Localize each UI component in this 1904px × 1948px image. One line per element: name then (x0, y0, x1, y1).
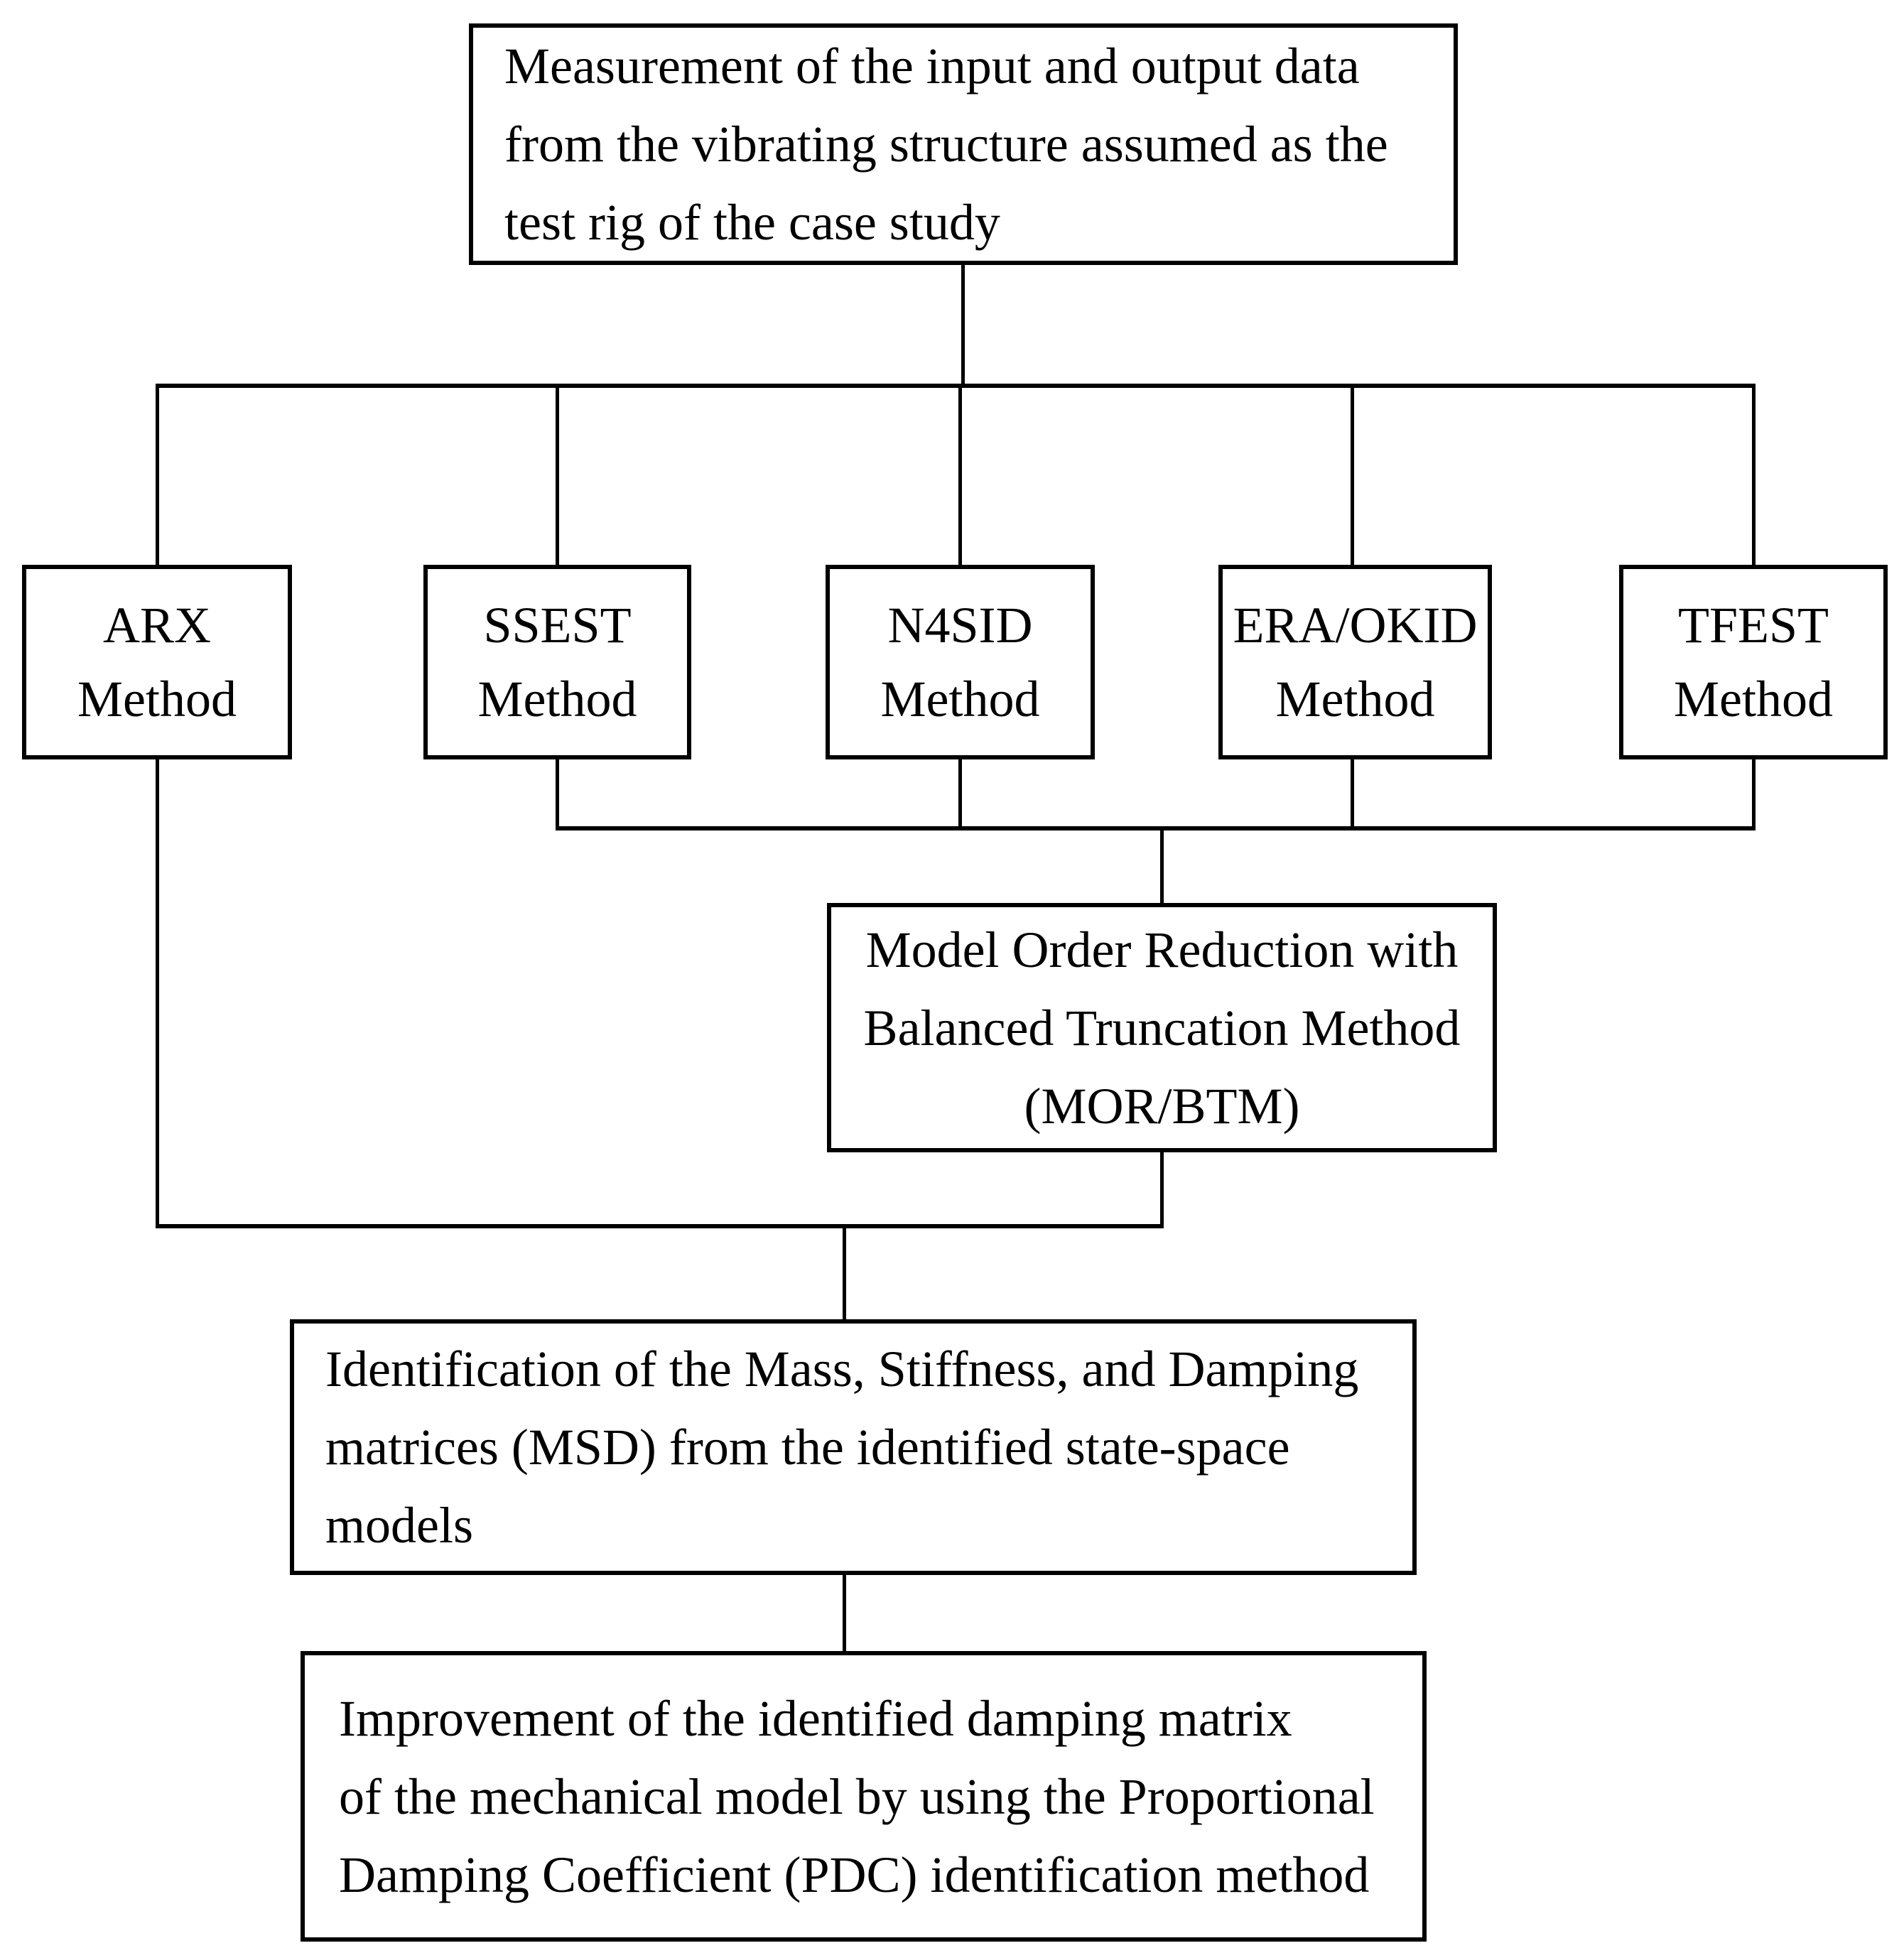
tfest-method-box: TFEST Method (1619, 565, 1888, 759)
connector-collector-horizontal (556, 826, 1756, 830)
connector-drop-ssest (556, 384, 559, 567)
arx-method-box: ARX Method (22, 565, 292, 759)
pdc-improvement-box-line: Damping Coefficient (PDC) identification… (339, 1846, 1370, 1903)
connector-drop-n4sid (958, 384, 962, 567)
connector-drop-arx (156, 384, 159, 567)
ssest-method-box-line: SSEST (483, 597, 632, 654)
measurement-box: Measurement of the input and output data… (469, 23, 1458, 265)
n4sid-method-box-line: N4SID (887, 597, 1033, 654)
msd-identification-box-line: matrices (MSD) from the identified state… (325, 1419, 1290, 1476)
era-okid-method-box: ERA/OKID Method (1218, 565, 1492, 759)
msd-identification-box-line: Identification of the Mass, Stiffness, a… (325, 1341, 1359, 1397)
pdc-improvement-box-line: of the mechanical model by using the Pro… (339, 1768, 1375, 1825)
connector-drop-tfest (1752, 384, 1756, 567)
n4sid-method-box: N4SID Method (826, 565, 1095, 759)
ssest-method-box: SSEST Method (423, 565, 691, 759)
mor-btm-box-line: (MOR/BTM) (1024, 1077, 1300, 1135)
connector-mor-drop (1160, 1152, 1164, 1228)
connector-drop-era-okid (1351, 384, 1354, 567)
connector-pdc-stem (843, 1575, 846, 1651)
connector-subdrop-n4sid (958, 759, 962, 830)
ssest-method-box-line: Method (477, 671, 637, 727)
connector-join-horizontal (156, 1224, 1164, 1228)
connector-subdrop-tfest (1752, 759, 1756, 830)
connector-msd-stem (843, 1224, 846, 1319)
arx-method-box-line: ARX (102, 597, 211, 654)
mor-btm-box: Model Order Reduction with Balanced Trun… (827, 903, 1497, 1152)
measurement-box-line: Measurement of the input and output data (504, 38, 1360, 94)
connector-top-stem (961, 265, 965, 386)
pdc-improvement-box: Improvement of the identified damping ma… (301, 1651, 1427, 1942)
arx-method-box-line: Method (77, 671, 237, 727)
connector-subdrop-era-okid (1351, 759, 1354, 830)
tfest-method-box-line: Method (1674, 671, 1833, 727)
n4sid-method-box-line: Method (880, 671, 1040, 727)
measurement-box-line: from the vibrating structure assumed as … (504, 116, 1388, 173)
connector-mor-stem (1160, 826, 1164, 906)
msd-identification-box-line: models (325, 1497, 473, 1554)
connector-branch-horizontal (157, 384, 1756, 388)
connector-arx-long-drop (156, 759, 159, 1228)
tfest-method-box-line: TFEST (1677, 597, 1829, 654)
era-okid-method-box-line: ERA/OKID (1233, 597, 1478, 654)
mor-btm-box-line: Balanced Truncation Method (863, 999, 1461, 1056)
msd-identification-box: Identification of the Mass, Stiffness, a… (290, 1319, 1417, 1575)
mor-btm-box-line: Model Order Reduction with (865, 921, 1459, 978)
era-okid-method-box-line: Method (1275, 671, 1435, 727)
pdc-improvement-box-line: Improvement of the identified damping ma… (339, 1689, 1292, 1747)
measurement-box-line: test rig of the case study (504, 194, 1000, 251)
connector-subdrop-ssest (556, 759, 559, 830)
